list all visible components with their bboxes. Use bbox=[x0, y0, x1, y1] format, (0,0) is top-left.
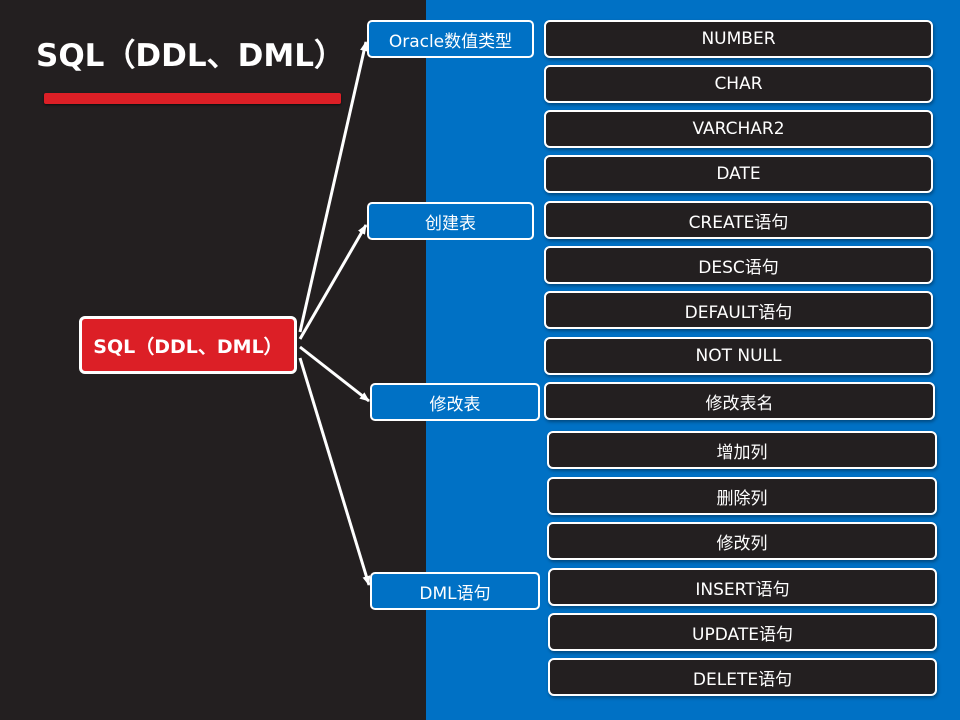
category-alter-table[interactable]: 修改表 bbox=[370, 383, 540, 421]
category-create-table[interactable]: 创建表 bbox=[367, 202, 534, 240]
item-create[interactable]: CREATE语句 bbox=[544, 201, 933, 239]
category-oracle-types[interactable]: Oracle数值类型 bbox=[367, 20, 534, 58]
arrow-to-oracle-types bbox=[298, 41, 368, 333]
item-add-column[interactable]: 增加列 bbox=[547, 431, 937, 469]
item-desc[interactable]: DESC语句 bbox=[544, 246, 933, 284]
title-underline-bar bbox=[44, 93, 341, 104]
slide-title: SQL（DDL、DML） bbox=[36, 38, 345, 74]
category-dml[interactable]: DML语句 bbox=[370, 572, 540, 610]
item-drop-column[interactable]: 删除列 bbox=[547, 477, 937, 515]
item-number[interactable]: NUMBER bbox=[544, 20, 933, 58]
item-default[interactable]: DEFAULT语句 bbox=[544, 291, 933, 329]
item-rename-table[interactable]: 修改表名 bbox=[544, 382, 935, 420]
item-modify-column[interactable]: 修改列 bbox=[547, 522, 937, 560]
root-node[interactable]: SQL（DDL、DML） bbox=[79, 316, 297, 374]
item-insert[interactable]: INSERT语句 bbox=[548, 568, 937, 606]
arrow-to-create-table bbox=[298, 224, 368, 340]
arrow-to-alter-table bbox=[299, 345, 370, 403]
item-not-null[interactable]: NOT NULL bbox=[544, 337, 933, 375]
arrow-to-dml bbox=[298, 357, 371, 586]
item-char[interactable]: CHAR bbox=[544, 65, 933, 103]
item-delete[interactable]: DELETE语句 bbox=[548, 658, 937, 696]
item-update[interactable]: UPDATE语句 bbox=[548, 613, 937, 651]
item-date[interactable]: DATE bbox=[544, 155, 933, 193]
item-varchar2[interactable]: VARCHAR2 bbox=[544, 110, 933, 148]
